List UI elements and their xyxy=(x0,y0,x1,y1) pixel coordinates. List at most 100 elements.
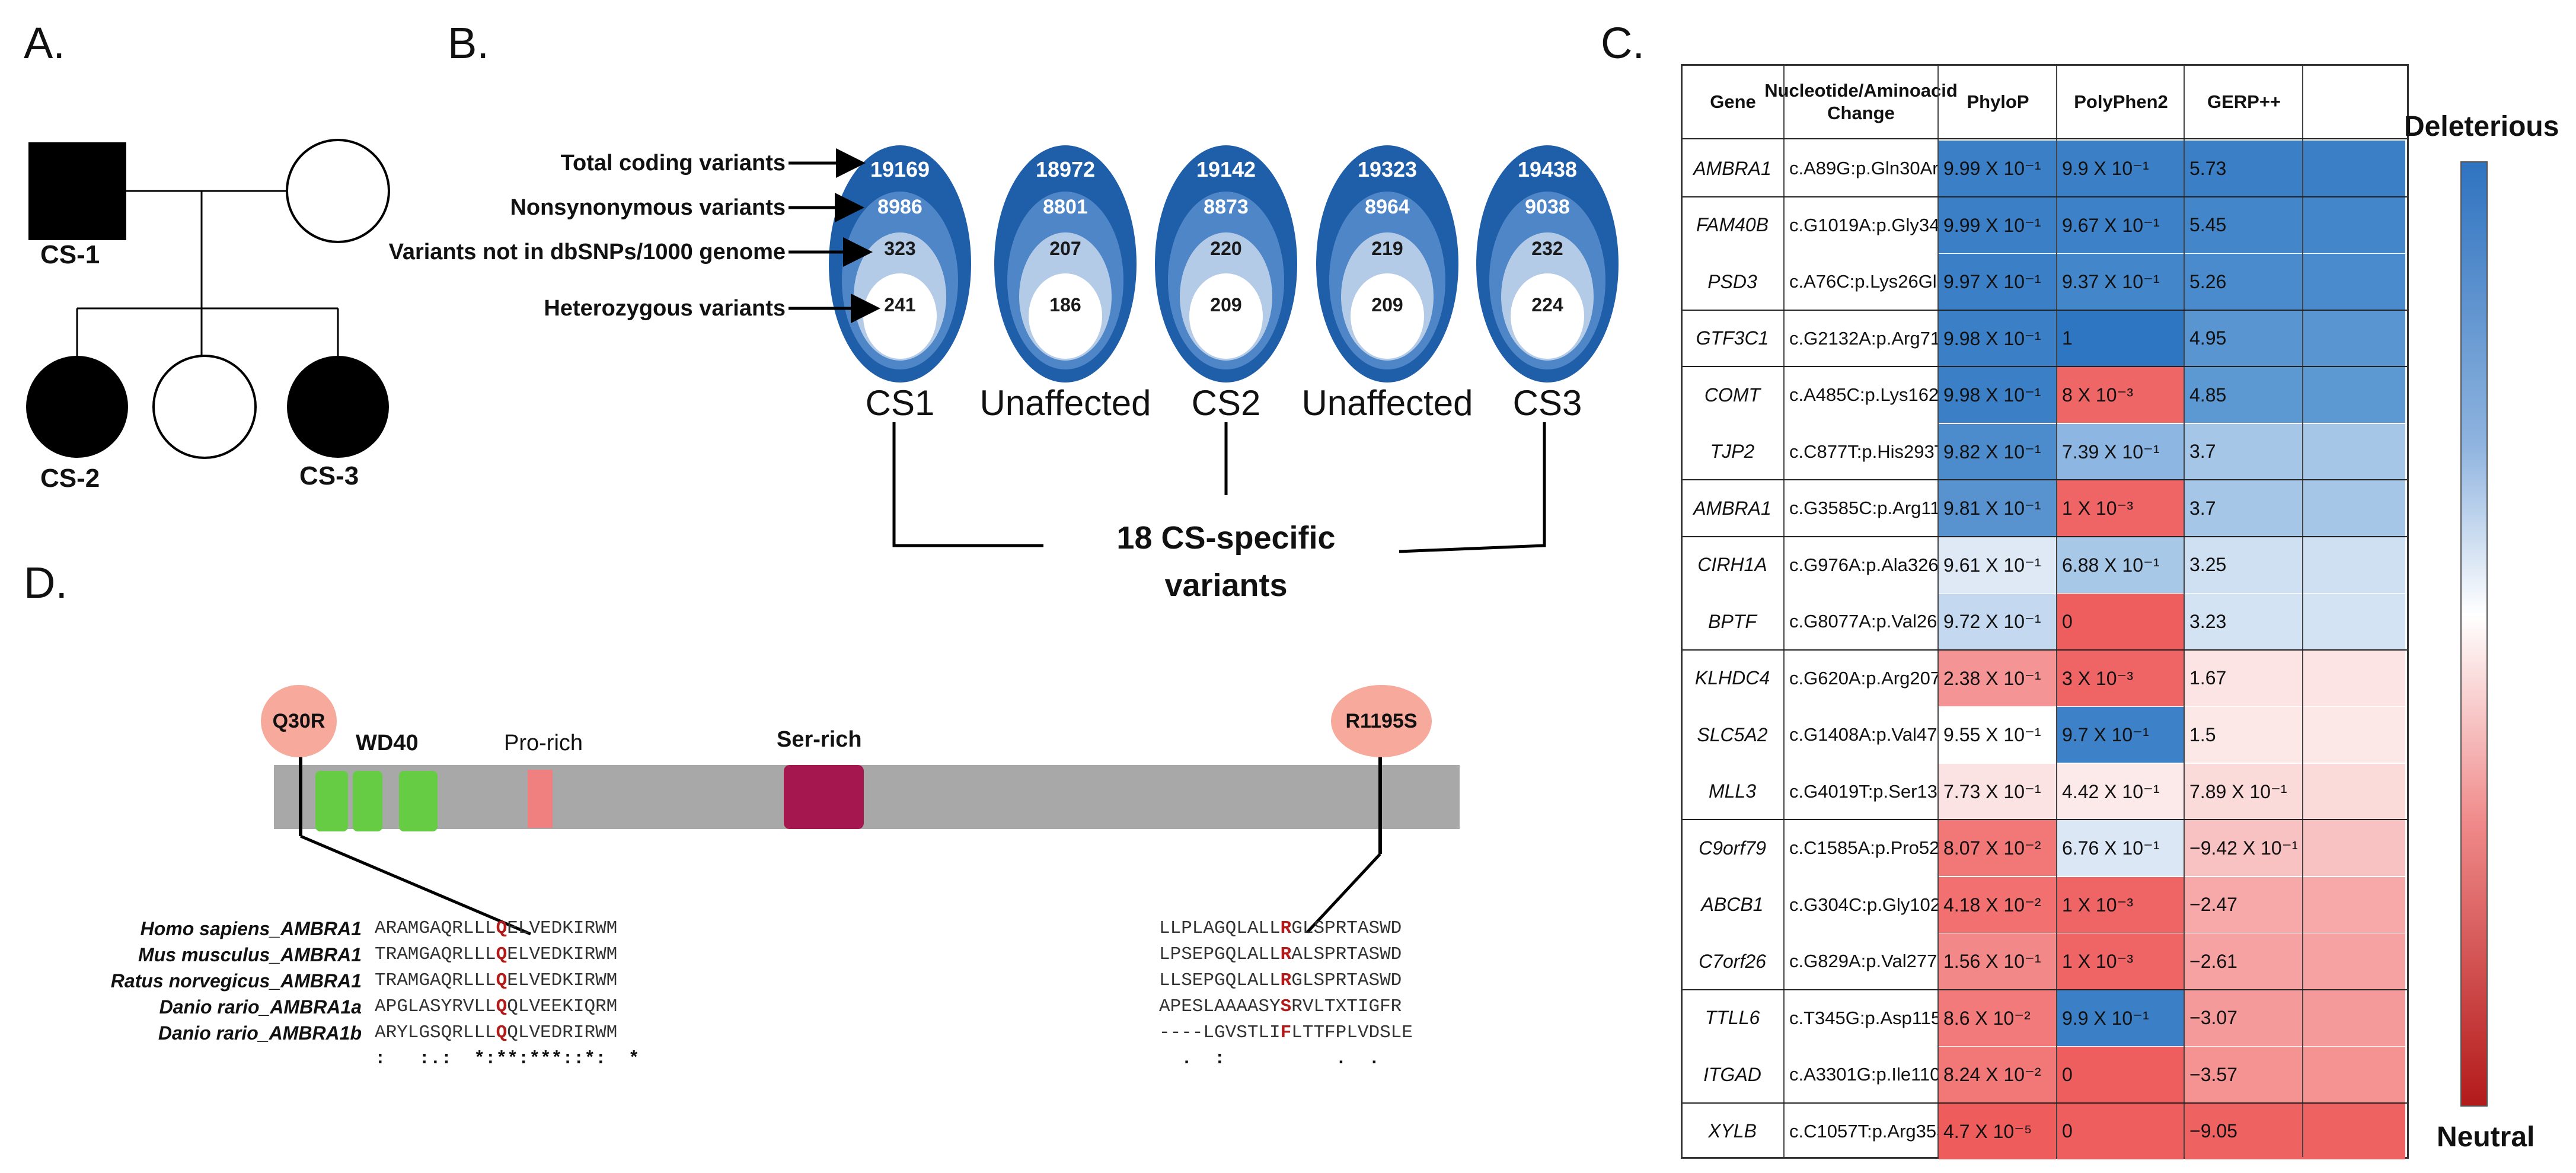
pedigree-label-cs3: CS-3 xyxy=(299,461,359,490)
sequence-segment: LPSEPGQLALL xyxy=(1159,944,1281,965)
cell-gerp: −9.05 xyxy=(2185,1103,2302,1159)
sequence-segment: RVLTXTIGFR xyxy=(1291,996,1402,1017)
wd40-domain-block xyxy=(353,771,382,831)
funnel-count: 209 xyxy=(1371,294,1403,315)
sequence-segment: ALSPRTASWD xyxy=(1291,944,1402,965)
sequence-segment: APGLASYRVLL xyxy=(375,996,496,1017)
mutated-residue: R xyxy=(1280,918,1292,939)
funnel-layer-4 xyxy=(1351,273,1424,359)
cell-gerp: 1.67 xyxy=(2185,650,2302,706)
sequence-segment: LLPLAGQLALL xyxy=(1159,918,1281,939)
cell-polyphen: 9.7 X 10⁻¹ xyxy=(2057,707,2184,763)
cell-gerp-fill xyxy=(2297,763,2405,820)
funnel-count: 8801 xyxy=(1043,196,1088,218)
cell-change: c.G4019T:p.Ser1340Ile xyxy=(1789,780,1937,802)
funnel-layer-4 xyxy=(1511,273,1584,359)
cell-change: c.G1408A:p.Val470Ile xyxy=(1789,724,1937,745)
header-change-line2: Change xyxy=(1827,103,1895,123)
cell-change: c.G1019A:p.Gly340Asp xyxy=(1789,214,1937,235)
funnel-count: 241 xyxy=(884,294,915,315)
pedigree-cs1-male-affected xyxy=(28,142,126,240)
mutated-residue: Q xyxy=(496,918,507,939)
sequence-line: ----LGVSTLIFLTTFPLVDSLE xyxy=(1159,1022,1413,1048)
sequence-line: APGLASYRVLLQQLVEEKIQRM xyxy=(375,996,639,1022)
mutated-residue: Q xyxy=(496,944,507,965)
cell-phylop: 4.18 X 10⁻² xyxy=(1939,876,2056,933)
panel-label-d: D. xyxy=(24,558,68,607)
cell-polyphen: 9.9 X 10⁻¹ xyxy=(2057,990,2184,1046)
cell-gerp: 4.95 xyxy=(2185,310,2302,366)
label-wd40: WD40 xyxy=(356,731,419,756)
bracket-cs1 xyxy=(892,422,1043,547)
result-line1: 18 CS-specific xyxy=(1116,520,1335,556)
cell-change: c.G2132A:p.Arg711His xyxy=(1789,327,1937,349)
funnel-group-label: CS3 xyxy=(1513,383,1582,423)
funnel-count: 19323 xyxy=(1358,157,1417,181)
sequence-segment: ELVEDKIRWM xyxy=(507,944,618,965)
cell-polyphen: 0 xyxy=(2057,1047,2184,1102)
cell-phylop: 9.82 X 10⁻¹ xyxy=(1939,423,2056,480)
cell-gerp-fill xyxy=(2297,820,2405,876)
mutated-residue: R xyxy=(1280,970,1292,991)
row-divider xyxy=(1683,1102,2407,1104)
cell-gene: TTLL6 xyxy=(1704,1007,1760,1028)
cell-gene: C7orf26 xyxy=(1699,950,1766,972)
cell-gerp-fill xyxy=(2297,537,2405,593)
cell-gerp-fill xyxy=(2297,141,2405,196)
cell-polyphen: 4.42 X 10⁻¹ xyxy=(2057,763,2184,820)
funnel-count: 9038 xyxy=(1525,196,1570,218)
col-divider xyxy=(2302,66,2303,1157)
cell-gerp: −3.07 xyxy=(2185,990,2302,1046)
cell-gerp-fill xyxy=(2297,1103,2405,1159)
sequence-segment: ELVEDKIRWM xyxy=(507,970,618,991)
pedigree-cs2-female-affected xyxy=(26,356,128,458)
cell-gerp-fill xyxy=(2297,707,2405,763)
cell-phylop: 9.98 X 10⁻¹ xyxy=(1939,367,2056,423)
cell-phylop: 9.55 X 10⁻¹ xyxy=(1939,707,2056,763)
header-polyphen: PolyPhen2 xyxy=(2074,91,2168,112)
cell-gerp-fill xyxy=(2297,594,2405,649)
cell-change: c.C1057T:p.Arg353Cys xyxy=(1789,1120,1937,1142)
cell-change: c.G829A:p.Val277Met xyxy=(1789,951,1937,971)
sequence-segment: ARYLGSQRLLL xyxy=(375,1022,496,1043)
color-scale-bar xyxy=(2460,161,2488,1107)
cell-phylop: 9.61 X 10⁻¹ xyxy=(1939,537,2056,593)
cell-gerp: −2.47 xyxy=(2185,876,2302,933)
funnel-group-label: Unaffected xyxy=(979,383,1151,423)
row-divider xyxy=(1683,649,2407,651)
sequence-segment: TRAMGAQRLLL xyxy=(375,970,496,991)
wd40-domain-block xyxy=(315,771,348,831)
col-divider xyxy=(2056,66,2057,1157)
sequence-segment: LTTFPLVDSLE xyxy=(1291,1022,1413,1043)
variant-score-table: Gene Nucleotide/Aminoacid Change PhyloP … xyxy=(1681,64,2409,1159)
sequence-segment: QLVEDRIRWM xyxy=(507,1022,618,1043)
row-divider xyxy=(1683,196,2407,197)
mutated-residue: Q xyxy=(496,996,507,1017)
pedigree-diagram xyxy=(26,139,390,459)
wd40-domain-block xyxy=(399,771,438,831)
mutated-residue: F xyxy=(1280,1022,1292,1043)
cell-polyphen: 9.67 X 10⁻¹ xyxy=(2057,197,2184,253)
cell-polyphen: 0 xyxy=(2057,1103,2184,1159)
label-ser-rich: Ser-rich xyxy=(777,727,862,752)
funnel-row-label: Heterozygous variants xyxy=(544,296,786,321)
species-name: Ratus norvegicus_AMBRA1 xyxy=(110,970,362,992)
cell-gerp: 1.5 xyxy=(2185,707,2302,763)
cell-change: c.T345G:p.Asp115Glu xyxy=(1789,1007,1937,1028)
row-divider xyxy=(1683,309,2407,311)
cell-gerp: 4.85 xyxy=(2185,367,2302,423)
cell-phylop: 8.6 X 10⁻² xyxy=(1939,990,2056,1046)
cell-gerp-fill xyxy=(2297,310,2405,366)
row-divider xyxy=(1683,479,2407,480)
pedigree-label-cs1: CS-1 xyxy=(40,240,100,269)
cell-phylop: 9.72 X 10⁻¹ xyxy=(1939,594,2056,649)
cell-gerp: −3.57 xyxy=(2185,1047,2302,1102)
funnel-count: 219 xyxy=(1371,238,1403,259)
funnel-layer-4 xyxy=(1189,273,1263,359)
pedigree-unaffected-sibling xyxy=(152,355,257,459)
funnel-count: 19169 xyxy=(870,157,930,181)
